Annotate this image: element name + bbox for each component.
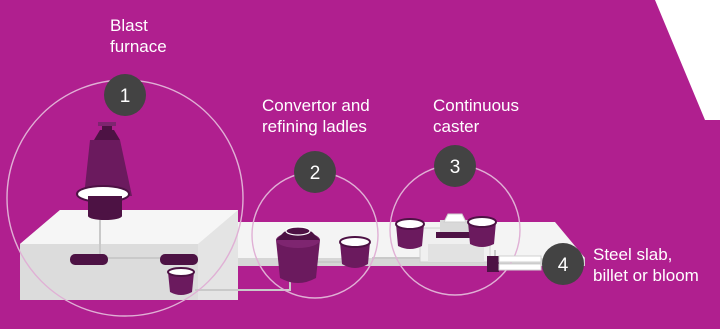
furnace-tap-left bbox=[70, 254, 108, 265]
badge-number-2: 2 bbox=[310, 163, 321, 184]
torpedo-ladle-icon bbox=[167, 267, 195, 295]
corner-panel bbox=[655, 0, 720, 120]
stage-label-1: Blast furnace bbox=[110, 16, 167, 56]
refining-ladle-icon bbox=[339, 236, 371, 268]
stage-label-4: Steel slab, billet or bloom bbox=[593, 245, 699, 285]
badge-number-1: 1 bbox=[120, 86, 131, 107]
furnace-tap-right bbox=[160, 254, 198, 265]
continuous-caster-icon bbox=[395, 213, 497, 263]
stage-label-3: Continuous caster bbox=[433, 96, 520, 136]
badge-stage-3: 3 bbox=[434, 145, 476, 187]
badge-number-4: 4 bbox=[558, 255, 569, 276]
converter-icon bbox=[276, 226, 320, 283]
badge-number-3: 3 bbox=[450, 157, 461, 178]
badge-stage-4: 4 bbox=[542, 243, 584, 285]
badge-stage-1: 1 bbox=[104, 74, 146, 116]
steel-slab-icon bbox=[487, 255, 542, 272]
stage-label-2: Convertor and refining ladles bbox=[262, 96, 370, 136]
blast-furnace-icon bbox=[76, 122, 132, 220]
badge-stage-2: 2 bbox=[294, 151, 336, 193]
